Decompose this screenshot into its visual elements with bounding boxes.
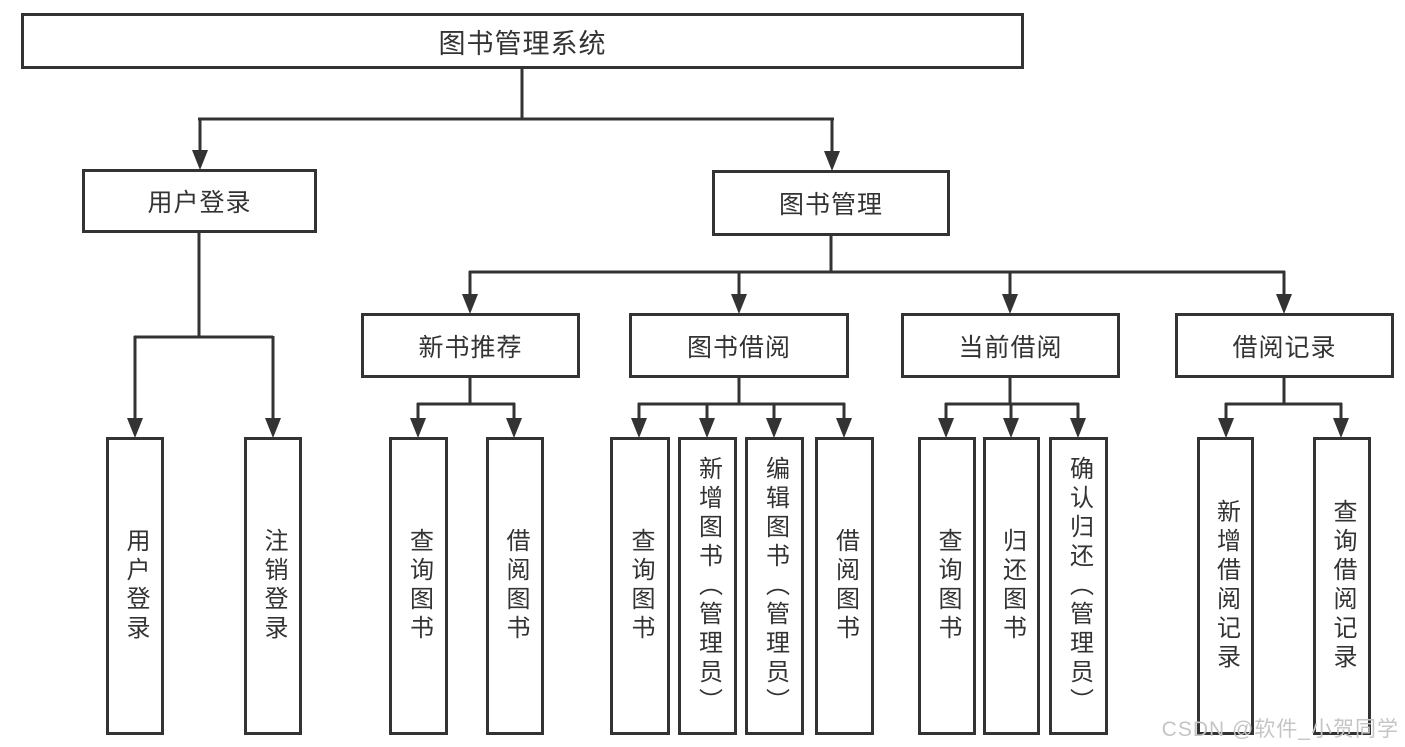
leaf-label: 用户登录 — [122, 528, 149, 644]
leaf-label: 查询图书 — [934, 528, 961, 644]
leaf-label: 编辑图书（管理员） — [761, 455, 789, 717]
leaf-label: 借阅图书 — [831, 528, 859, 644]
node-book-borrowing: 图书借阅 — [629, 313, 849, 378]
leaf-borrow-books-1: 借阅图书 — [486, 437, 544, 735]
leaf-label: 查询借阅记录 — [1329, 499, 1356, 673]
leaf-query-books-2: 查询图书 — [610, 437, 670, 735]
node-current-borrowing: 当前借阅 — [901, 313, 1120, 378]
leaf-return-book: 归还图书 — [983, 437, 1040, 735]
node-borrow-records: 借阅记录 — [1175, 313, 1394, 378]
leaf-borrow-books-2: 借阅图书 — [815, 437, 874, 735]
leaf-label: 新增借阅记录 — [1212, 499, 1240, 673]
leaf-label: 确认归还（管理员） — [1065, 455, 1093, 717]
leaf-query-books-3: 查询图书 — [918, 437, 976, 735]
node-library-system: 图书管理系统 — [21, 13, 1024, 69]
leaf-add-borrow-record: 新增借阅记录 — [1197, 437, 1254, 735]
leaf-query-borrow-record: 查询借阅记录 — [1313, 437, 1371, 735]
leaf-label: 查询图书 — [627, 528, 654, 644]
leaf-label: 借阅图书 — [502, 528, 529, 644]
node-user-login: 用户登录 — [82, 169, 317, 233]
leaf-edit-book-admin: 编辑图书（管理员） — [745, 437, 804, 735]
leaf-user-login: 用户登录 — [106, 437, 164, 735]
leaf-logout: 注销登录 — [244, 437, 302, 735]
leaf-label: 新增图书（管理员） — [694, 455, 722, 717]
arrowhead-icons — [127, 150, 1349, 438]
leaf-confirm-return-admin: 确认归还（管理员） — [1049, 437, 1108, 735]
node-new-book-recommend: 新书推荐 — [361, 313, 580, 378]
leaf-label: 查询图书 — [405, 528, 433, 644]
leaf-label: 注销登录 — [260, 528, 287, 644]
leaf-label: 归还图书 — [998, 528, 1026, 644]
leaf-query-books-1: 查询图书 — [389, 437, 448, 735]
node-book-management: 图书管理 — [712, 170, 950, 236]
leaf-add-book-admin: 新增图书（管理员） — [678, 437, 737, 735]
csdn-watermark: CSDN @软件_小贺同学 — [1161, 718, 1399, 741]
